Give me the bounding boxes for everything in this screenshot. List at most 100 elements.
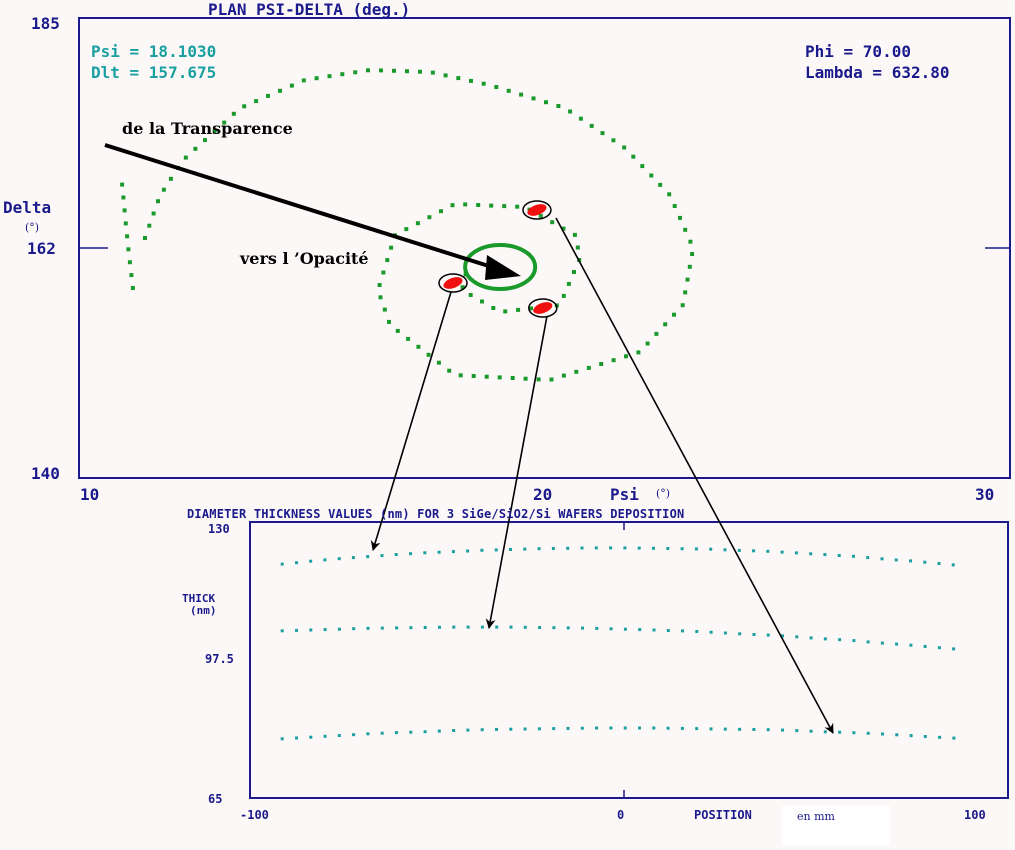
trajectory-spiral-point: [212, 129, 217, 134]
thick-tick-97-5: 97.5: [205, 652, 234, 666]
trajectory-spiral-point: [611, 358, 616, 363]
opacite-annotation: vers l ’Opacité: [240, 249, 369, 268]
trajectory-hook-point: [127, 260, 132, 265]
measurement-circle-2: [438, 273, 468, 293]
wafer-3-point: [781, 728, 784, 732]
trajectory-spiral-point: [561, 293, 566, 298]
thick-axis-unit: (nm): [190, 604, 217, 617]
wafer-2-point: [852, 639, 856, 643]
wafer-2-point: [380, 626, 384, 630]
trajectory-spiral-point: [658, 182, 663, 187]
wafer-1-point: [594, 546, 598, 550]
trajectory-spiral-point: [600, 131, 605, 136]
wafer-1-point: [451, 550, 455, 554]
wafer-1-point: [580, 546, 584, 550]
measurement-circle-1: [522, 200, 552, 220]
unit-label-background: [782, 806, 890, 846]
trajectory-spiral-point: [327, 74, 332, 79]
wafer-1-point: [652, 546, 655, 550]
wafer-3-point: [823, 730, 827, 734]
wafer-1-point: [909, 559, 912, 563]
wafer-3-point: [423, 730, 427, 734]
wafer-2-point: [937, 646, 941, 650]
trajectory-spiral-point: [683, 227, 688, 232]
psi-tick-20: 20: [533, 485, 553, 504]
trajectory-spiral-point: [147, 223, 152, 228]
wafer-1-point: [666, 547, 670, 550]
trajectory-spiral-point: [599, 362, 604, 366]
wafer-1-point: [780, 550, 784, 554]
wafer-3-point: [466, 728, 470, 732]
trajectory-spiral-point: [443, 73, 448, 78]
wafer-2-point: [337, 627, 341, 631]
link-arrow-measure-1: [555, 217, 834, 734]
wafer-3-point: [795, 729, 799, 733]
trajectory-spiral-point: [523, 376, 528, 381]
trajectory-spiral-point: [574, 369, 579, 374]
trajectory-spiral-point: [538, 213, 543, 218]
thickness-plot-frame: [249, 521, 1009, 799]
trajectory-spiral-point: [561, 373, 566, 378]
transparence-annotation: de la Transparence: [122, 119, 293, 138]
trajectory-hook-point: [125, 234, 130, 239]
trajectory-spiral-point: [289, 83, 294, 88]
trajectory-spiral-point: [427, 215, 432, 220]
thick-tick-130: 130: [208, 522, 230, 536]
wafer-3-point: [652, 726, 656, 730]
wafer-2-point: [566, 626, 570, 630]
wafer-3-point: [695, 727, 699, 731]
trajectory-spiral-point: [242, 104, 247, 109]
wafer-2-point: [823, 637, 827, 641]
wafer-3-point: [723, 727, 727, 731]
trajectory-spiral-point: [683, 290, 688, 295]
wafer-1-point: [880, 557, 884, 561]
trajectory-spiral-point: [561, 226, 566, 231]
wafer-1-point: [551, 547, 555, 550]
wafer-1-point: [509, 548, 512, 551]
wafer-1-point: [480, 548, 484, 552]
trajectory-spiral-point: [529, 306, 533, 311]
wafer-1-point: [823, 553, 827, 557]
trajectory-spiral-point: [568, 109, 573, 114]
wafer-2-point: [838, 638, 842, 642]
wafer-3-point: [609, 726, 613, 730]
trajectory-spiral-point: [497, 375, 502, 380]
wafer-2-point: [323, 628, 327, 632]
wafer-2-point: [509, 625, 513, 629]
psi-axis-label: Psi: [610, 485, 639, 504]
wafer-1-point: [295, 561, 298, 565]
thick-tick-65: 65: [208, 792, 223, 806]
trajectory-hook-point: [129, 273, 134, 278]
trajectory-spiral-point: [672, 204, 677, 208]
wafer-3-point: [452, 729, 456, 732]
wafer-2-point: [681, 629, 684, 633]
trajectory-spiral-point: [468, 293, 473, 297]
wafer-1-point: [752, 549, 756, 553]
thickness-title: DIAMETER THICKNESS VALUES (nm) FOR 3 SiG…: [187, 507, 685, 521]
wafer-1-point: [837, 554, 841, 557]
trajectory-spiral-point: [556, 104, 561, 108]
phi-readout: Phi = 70.00: [805, 42, 911, 61]
wafer-2-point: [795, 635, 799, 639]
wafer-2-point: [280, 629, 284, 633]
wafer-1-point: [566, 546, 570, 550]
wafer-1-point: [351, 556, 355, 560]
trajectory-spiral-point: [645, 341, 650, 346]
wafer-1-point: [794, 551, 798, 555]
wafer-2-point: [395, 626, 399, 630]
wafer-1-point: [423, 551, 427, 555]
wafer-1-point: [537, 547, 541, 551]
position-axis-unit: en mm: [797, 810, 835, 823]
wafer-3-point: [523, 727, 527, 731]
wafer-1-point: [466, 549, 470, 553]
wafer-2-point: [352, 627, 356, 631]
wafer-2-point: [895, 642, 899, 646]
wafer-1-point: [280, 562, 284, 566]
psi-delta-title: PLAN PSI-DELTA (deg.): [208, 0, 411, 19]
trajectory-spiral-point: [436, 360, 441, 365]
thick-axis-label: THICK: [182, 592, 216, 605]
trajectory-spiral-point: [340, 72, 345, 77]
trajectory-spiral-point: [382, 307, 387, 312]
delta-axis-label: Delta: [3, 198, 52, 217]
wafer-3-point: [437, 729, 441, 733]
